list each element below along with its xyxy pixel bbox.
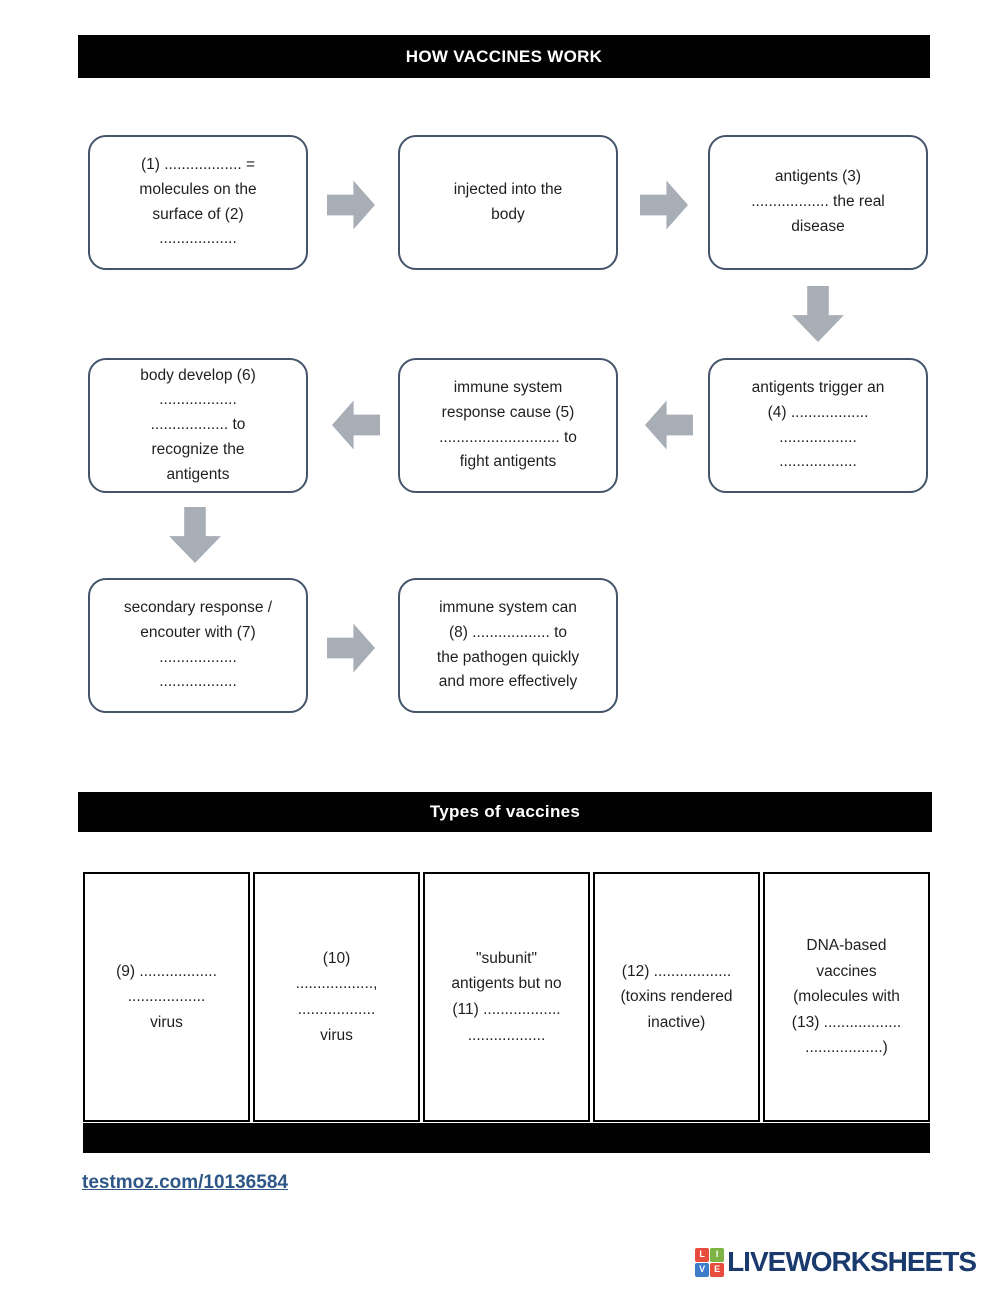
flow-box-text: (1) .................. = molecules on th… (139, 155, 257, 248)
vaccine-type-text: (12) .................. (toxins rendered… (620, 962, 733, 1031)
vaccine-type-text: (10) .................., ...............… (295, 949, 378, 1044)
flow-box-text: body develop (6) .................. ....… (140, 366, 256, 483)
arrow-right-icon (327, 180, 375, 230)
flow-box-immune-response: immune system response cause (5) .......… (398, 358, 618, 493)
logo-tile-i: I (710, 1247, 725, 1262)
flow-box-antigens-disease: antigents (3) .................. the rea… (708, 135, 928, 270)
liveworksheets-logo-icon: L I V E (695, 1247, 725, 1277)
flow-box-text: immune system can (8) ..................… (436, 598, 580, 691)
logo-tile-v: V (695, 1262, 710, 1277)
flow-box-injected: injected into the body (398, 135, 618, 270)
logo-tile-l: L (695, 1247, 710, 1262)
arrow-left-icon (645, 400, 693, 450)
flow-box-body-develop: body develop (6) .................. ....… (88, 358, 308, 493)
arrow-right-icon (327, 623, 375, 673)
vaccine-type-cell-toxoid: (12) .................. (toxins rendered… (593, 872, 760, 1122)
flow-box-secondary-response: secondary response / encouter with (7) .… (88, 578, 308, 713)
table-footer-black-bar (83, 1123, 930, 1153)
types-of-vaccines-title: Types of vaccines (429, 802, 581, 821)
worksheet-title: HOW VACCINES WORK (405, 46, 603, 66)
arrow-down-icon (169, 507, 221, 563)
vaccine-type-cell-subunit: "subunit" antigents but no (11) ........… (423, 872, 590, 1122)
flow-box-text: secondary response / encouter with (7) .… (123, 598, 273, 691)
flow-box-antigens-definition: (1) .................. = molecules on th… (88, 135, 308, 270)
liveworksheets-wordmark: LIVEWORKSHEETS (727, 1246, 977, 1277)
logo-tile-e: E (710, 1262, 725, 1277)
types-of-vaccines-title-bar: Types of vaccines (78, 792, 932, 832)
vaccine-type-cell-inactivated-virus: (10) .................., ...............… (253, 872, 420, 1122)
vaccine-type-cell-dna-based: DNA-based vaccines (molecules with (13) … (763, 872, 930, 1122)
vaccine-type-text: DNA-based vaccines (molecules with (13) … (791, 937, 902, 1057)
arrow-left-icon (332, 400, 380, 450)
vaccine-types-table: (9) .................. .................… (83, 872, 930, 1122)
vaccine-type-cell-live-virus: (9) .................. .................… (83, 872, 250, 1122)
flow-box-text: antigents (3) .................. the rea… (751, 168, 885, 235)
liveworksheets-logo[interactable]: L I V E LIVEWORKSHEETS (695, 1246, 977, 1278)
flow-box-antigens-trigger: antigents trigger an (4) ...............… (708, 358, 928, 493)
worksheet-title-bar: HOW VACCINES WORK (78, 35, 930, 78)
testmoz-link[interactable]: testmoz.com/10136584 (82, 1172, 288, 1193)
flow-box-text: immune system response cause (5) .......… (439, 378, 577, 471)
vaccine-type-text: "subunit" antigents but no (11) ........… (451, 949, 562, 1044)
flow-box-immune-memory: immune system can (8) ..................… (398, 578, 618, 713)
arrow-right-icon (640, 180, 688, 230)
vaccine-type-text: (9) .................. .................… (116, 962, 217, 1031)
flow-box-text: injected into the body (453, 180, 563, 223)
flow-box-text: antigents trigger an (4) ...............… (751, 378, 885, 471)
arrow-down-icon (792, 286, 844, 342)
